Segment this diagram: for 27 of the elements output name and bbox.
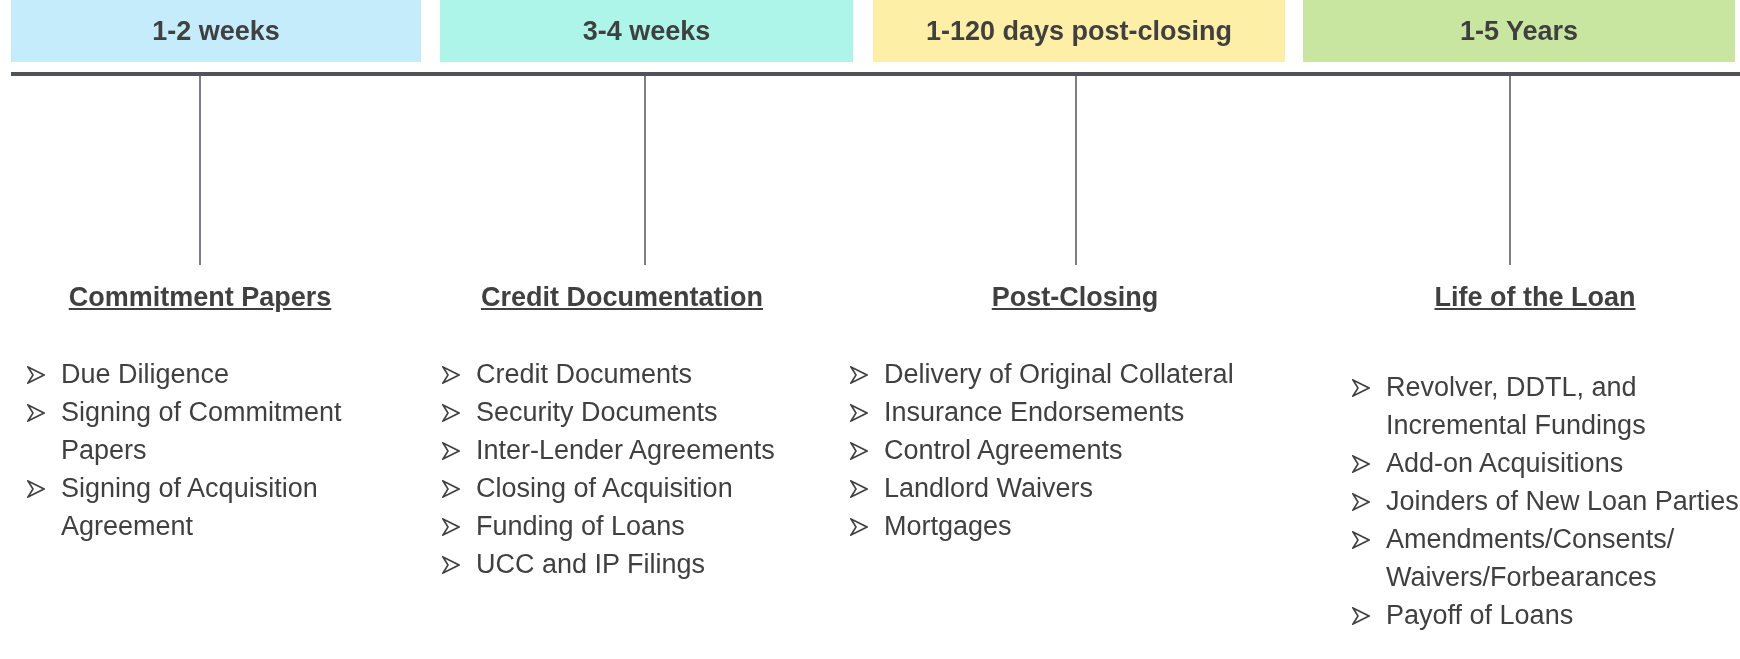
list-item: Signing of Commitment Papers [61,397,342,465]
list-item: Revolver, DDTL, and Incremental Fundings [1386,372,1646,440]
phase-band: 3-4 weeks [440,0,853,62]
list-item: UCC and IP Filings [476,549,706,579]
list-item: Closing of Acquisition [476,473,733,503]
list-item: Due Diligence [61,359,230,389]
list-item: Funding of Loans [476,511,685,541]
phase-band: 1-5 Years [1303,0,1735,62]
list-item: Inter-Lender Agreements [476,435,775,465]
list-item: Mortgages [884,511,1012,541]
column-heading: Credit Documentation [481,282,763,313]
list-item: Payoff of Loans [1386,600,1574,630]
column-heading: Life of the Loan [1434,282,1636,313]
list-item: Credit Documents [476,359,693,389]
list-item: Signing of Acquisition Agreement [61,473,318,541]
list-item: Insurance Endorsements [884,397,1185,427]
list-item: Delivery of Original Collateral [884,359,1234,389]
phase-band: 1-120 days post-closing [873,0,1285,62]
column-heading: Commitment Papers [68,282,332,313]
list-item: Control Agreements [884,435,1123,465]
column-heading: Post-Closing [991,282,1159,313]
list-item: Landlord Waivers [884,473,1094,503]
list-item: Joinders of New Loan Parties [1386,486,1739,516]
list-item: Amendments/Consents/ Waivers/Forbearances [1386,524,1675,592]
list-item: Security Documents [476,397,718,427]
phase-band: 1-2 weeks [11,0,421,62]
list-item: Add-on Acquisitions [1386,448,1624,478]
